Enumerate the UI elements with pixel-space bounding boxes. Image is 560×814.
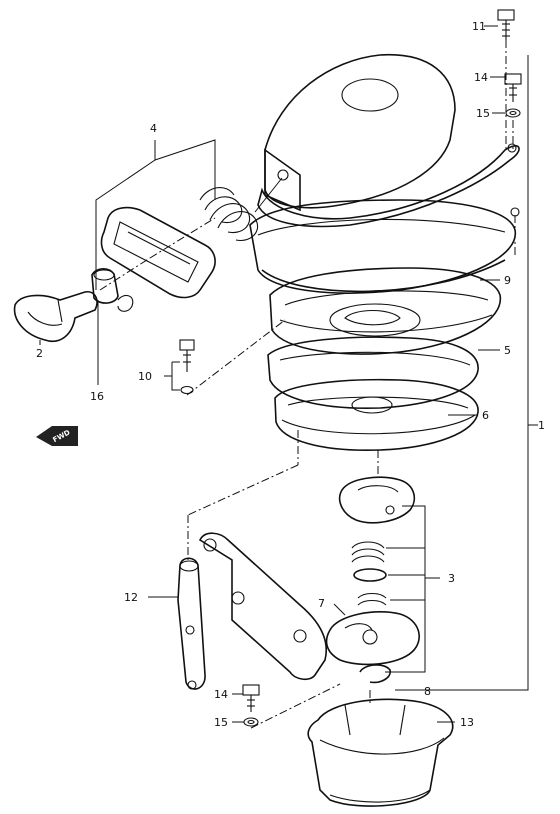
callout-11: 11	[472, 20, 486, 33]
callout-8: 8	[424, 685, 431, 698]
callout-16: 16	[90, 390, 104, 403]
washer-15-bottom	[243, 717, 259, 727]
callout-14-top: 14	[474, 71, 488, 84]
forward-direction-indicator: FWD	[36, 426, 78, 446]
starter-bracket	[177, 532, 327, 690]
starter-handle	[13, 290, 98, 342]
callout-6: 6	[482, 409, 489, 422]
callout-labels: 11 14 15 4 9 2 5 10 16 6 1 3 12 7 8 14 1…	[36, 20, 545, 729]
bolt-14-top	[504, 73, 522, 102]
callout-10: 10	[138, 370, 152, 383]
callout-7: 7	[318, 597, 325, 610]
callout-15-bottom: 15	[214, 716, 228, 729]
callout-3: 3	[448, 572, 455, 585]
bolt-10	[179, 339, 195, 395]
bolt-14-bottom	[242, 684, 260, 712]
callout-4: 4	[150, 122, 157, 135]
callout-2: 2	[36, 347, 43, 360]
starter-cup	[307, 698, 454, 807]
rope-guide-grommet	[100, 206, 216, 299]
pulley	[274, 378, 479, 452]
callout-5: 5	[504, 344, 511, 357]
callout-14-bottom: 14	[214, 688, 228, 701]
callout-12: 12	[124, 591, 138, 604]
callout-9: 9	[504, 274, 511, 287]
bolt-11	[497, 9, 515, 40]
rope-reel	[269, 267, 502, 355]
leader-lines	[39, 25, 538, 723]
callout-15-top: 15	[476, 107, 490, 120]
return-spring-coil	[199, 177, 283, 242]
pawl-assembly	[325, 476, 420, 684]
ratchet-plate	[267, 336, 479, 410]
washer-15-top	[505, 108, 521, 118]
rope-anchor	[91, 217, 216, 312]
assembly-lines	[186, 40, 516, 729]
callout-13: 13	[460, 716, 474, 729]
callout-1: 1	[538, 419, 545, 432]
starter-cover	[249, 54, 520, 294]
